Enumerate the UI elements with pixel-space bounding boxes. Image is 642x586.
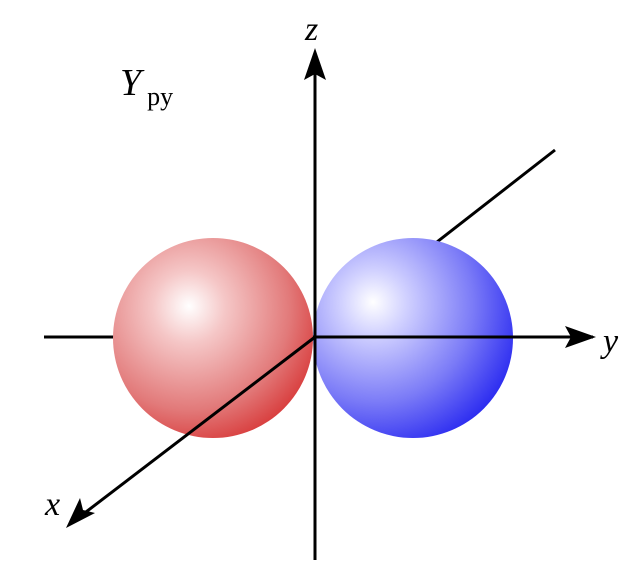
x-axis-arrowhead [66, 498, 95, 528]
z-axis-arrowhead [304, 48, 326, 80]
x-axis-label: x [44, 486, 60, 523]
x-axis-front [81, 335, 316, 517]
orbital-title-symbol: Y [120, 62, 145, 104]
z-axis-label: z [304, 11, 318, 48]
orbital-title: Y py [120, 62, 173, 111]
y-axis-label: y [600, 323, 619, 360]
orbital-title-subscript: py [147, 82, 173, 111]
negative-lobe [113, 238, 313, 438]
y-axis-arrowhead [565, 326, 596, 348]
